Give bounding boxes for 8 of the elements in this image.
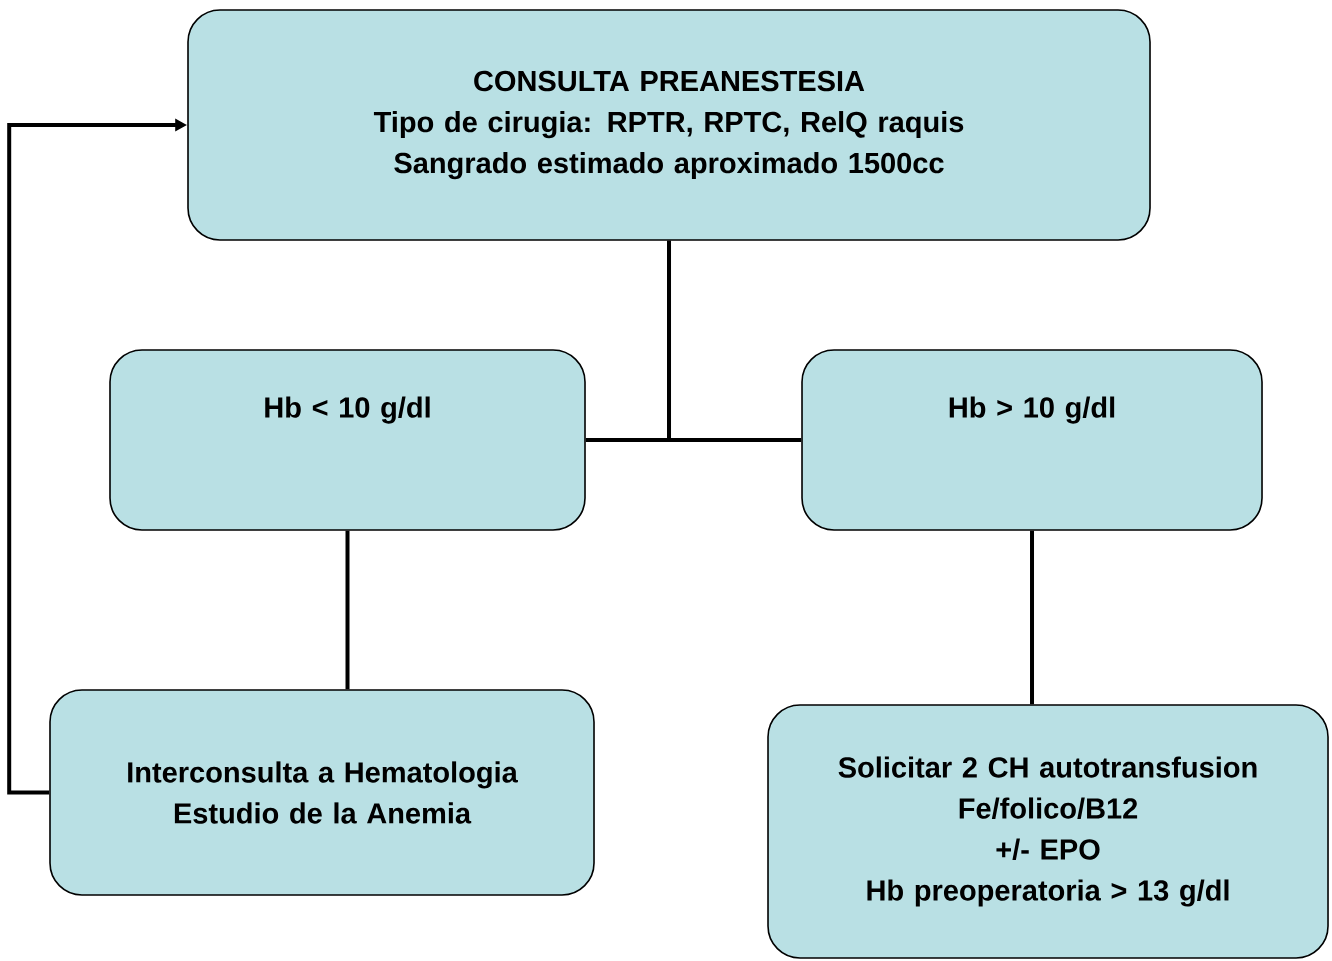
connector — [667, 240, 802, 442]
process-box: Solicitar 2 CH autotransfusion Fe/folico/B12 +/- EPO Hb preoperatoria > 13 g/dl — [767, 704, 1329, 959]
connector — [1030, 530, 1034, 705]
process-box: CONSULTA PREANESTESIA Tipo de cirugia: RPTR, RPTC, RelQ raquis Sangrado estimado aproximado 1500cc — [187, 9, 1151, 241]
connector — [345, 530, 350, 690]
process-box: Hb < 10 g/dl — [109, 349, 586, 531]
process-box: Interconsulta a Hematologia Estudio de la Anemia — [49, 689, 595, 896]
process-box: Hb > 10 g/dl — [801, 349, 1263, 531]
